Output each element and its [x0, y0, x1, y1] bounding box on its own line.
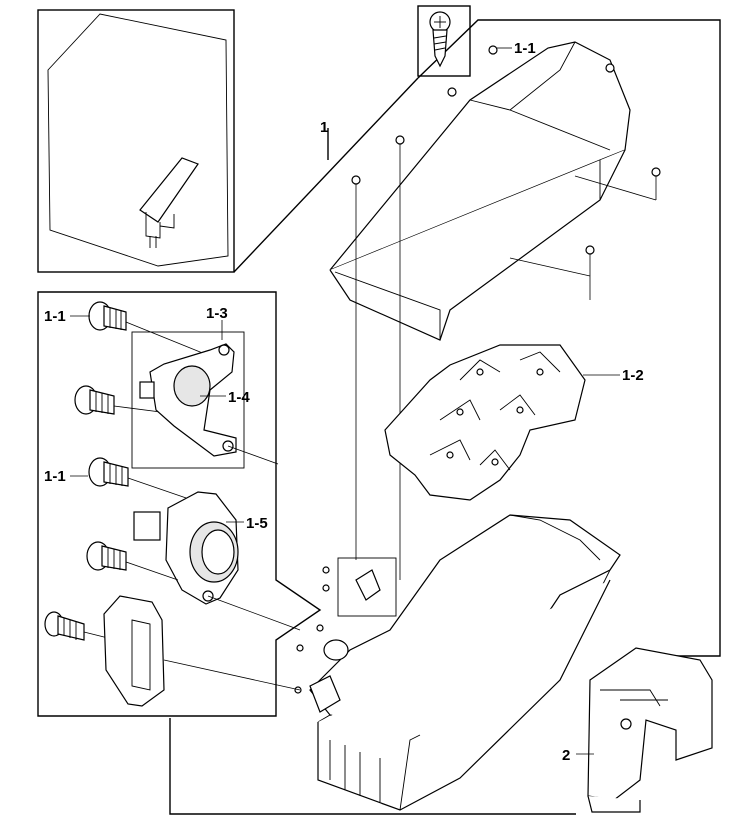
label-1-1-a: 1-1 [44, 308, 66, 325]
bracket-2 [576, 647, 713, 813]
label-1-1-top: 1-1 [514, 40, 536, 57]
label-leaders [70, 47, 512, 523]
label-1-3: 1-3 [206, 305, 228, 322]
thermal-fuse [133, 491, 301, 631]
assembly-bracket-1 [169, 19, 721, 815]
detail-screw-3 [88, 457, 193, 501]
label-1-4: 1-4 [228, 389, 250, 406]
heater-plate [384, 344, 620, 501]
label-1: 1 [320, 119, 328, 136]
detail-screw-5 [44, 611, 109, 641]
detail-screw-2 [74, 385, 177, 415]
loose-screws [351, 45, 661, 580]
heater-housing [309, 514, 621, 811]
hi-limit-thermostat [139, 343, 279, 465]
thermostat-detail-box [37, 291, 322, 717]
label-1-5: 1-5 [246, 515, 268, 532]
location-inset [37, 9, 235, 273]
screw-detail-box [417, 5, 471, 77]
thermostat-bracket [103, 595, 301, 707]
duct-cover [329, 41, 631, 341]
detail-screw-4 [86, 541, 179, 581]
label-1-1-b: 1-1 [44, 468, 66, 485]
detail-screw-1 [88, 301, 211, 357]
label-1-2: 1-2 [622, 367, 644, 384]
housing-thermostats [294, 557, 397, 713]
label-2: 2 [562, 747, 570, 764]
